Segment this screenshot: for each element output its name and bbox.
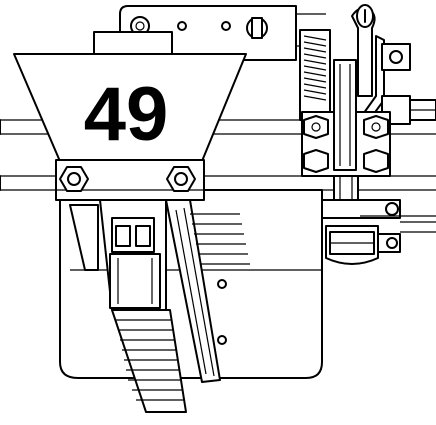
right-hex-bolt — [166, 166, 196, 192]
clamp-body — [99, 199, 167, 311]
top-mounting-bracket — [93, 5, 326, 61]
spring-latch-assembly — [299, 4, 436, 177]
ribbon-strips — [111, 199, 250, 413]
left-hex-bolt — [59, 166, 89, 192]
callout-number: 49 — [84, 72, 169, 157]
lower-actuator — [321, 175, 436, 265]
hopper-housing — [13, 53, 247, 201]
